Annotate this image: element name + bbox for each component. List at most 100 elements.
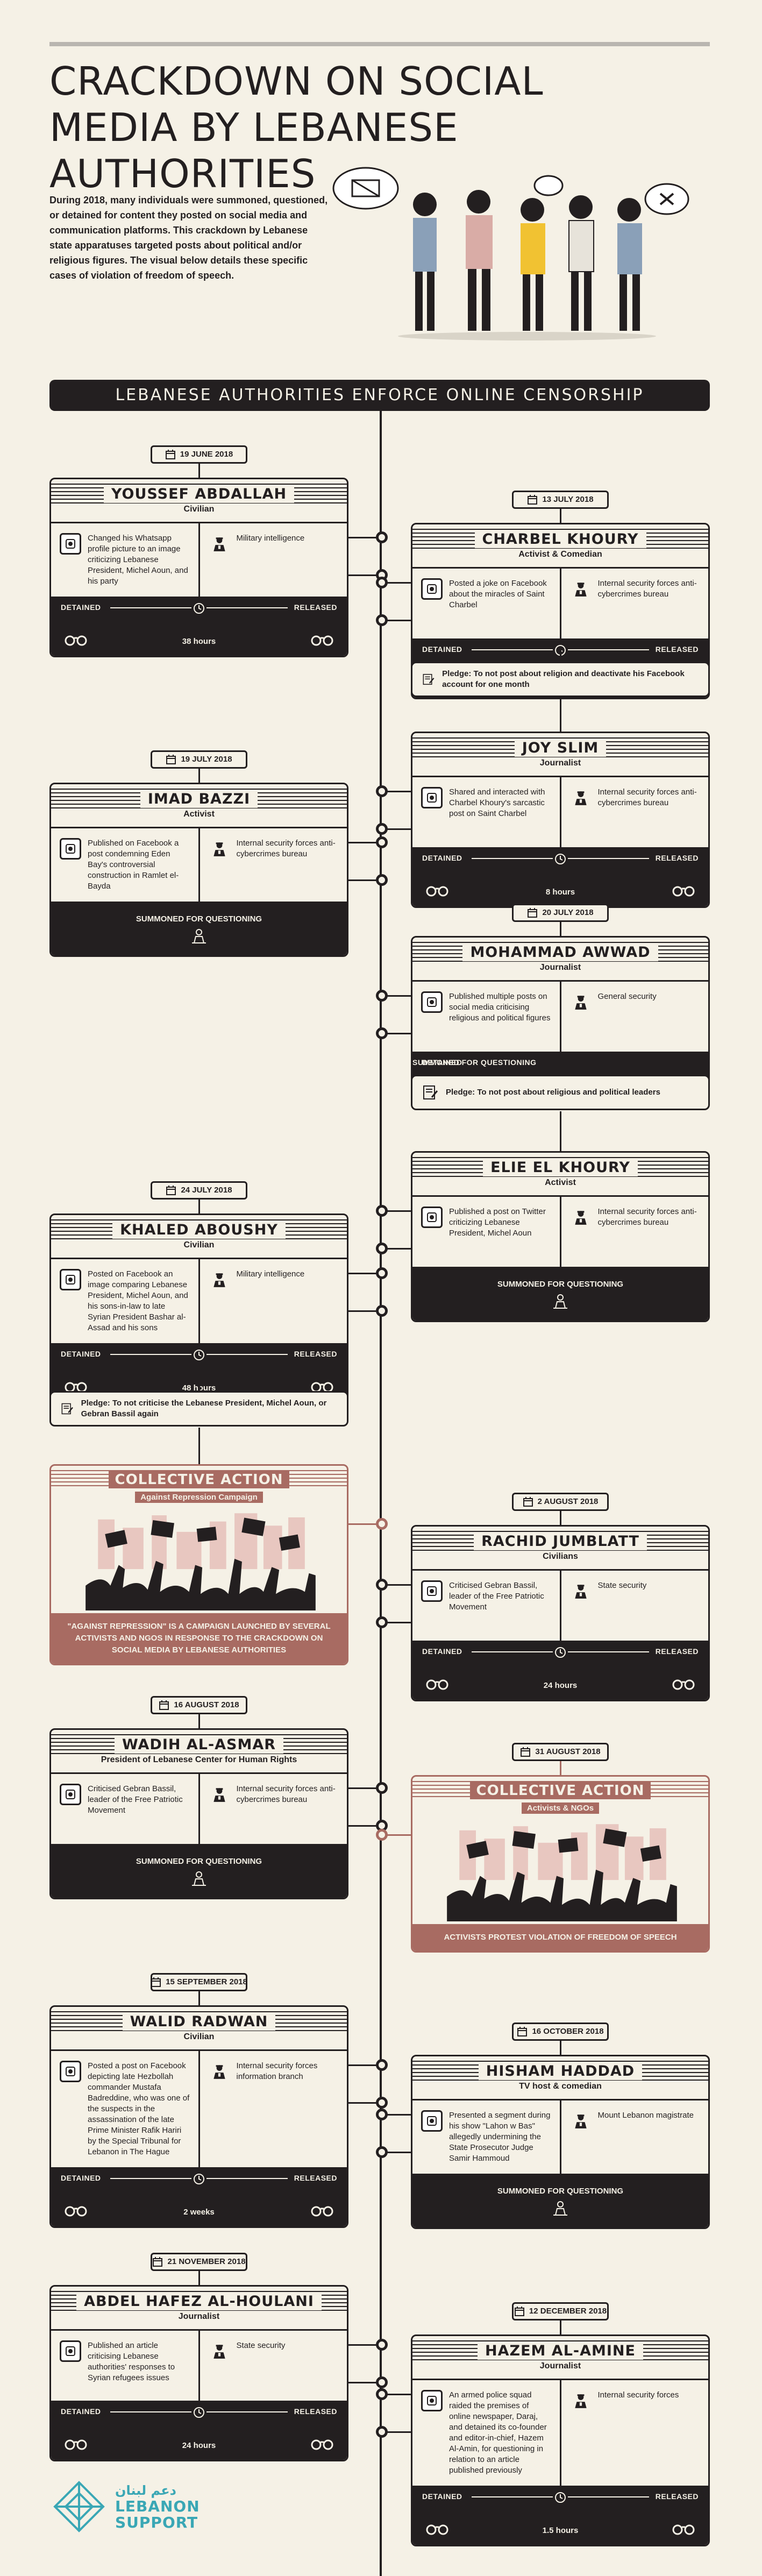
action-column: Published an article criticising Lebanes… bbox=[51, 2331, 200, 2401]
spine-connector bbox=[348, 2344, 381, 2346]
social-post-icon-box bbox=[60, 2061, 81, 2082]
handcuffs-left bbox=[425, 884, 449, 900]
handcuffs-icon bbox=[425, 884, 449, 897]
signed-pledge-icon bbox=[61, 1401, 74, 1417]
person-name: IMAD BAZZI bbox=[140, 791, 258, 808]
social-media-icon bbox=[425, 583, 438, 595]
timeline-node bbox=[376, 577, 388, 588]
post-description: Criticised Gebran Bassil, leader of the … bbox=[88, 1784, 183, 1815]
clock-wrap bbox=[553, 1645, 568, 1660]
summoned-person-icon bbox=[552, 2200, 568, 2216]
timeline-node bbox=[376, 836, 388, 848]
card-body: Changed his Whatsapp profile picture to … bbox=[51, 523, 347, 597]
action-column: Posted a post on Facebook depicting late… bbox=[51, 2051, 200, 2167]
date-label: 21 NOVEMBER 2018 bbox=[151, 2253, 247, 2271]
agency-icon-box bbox=[209, 2061, 230, 2082]
person-role: Civilian bbox=[183, 505, 215, 514]
summoned-person-icon bbox=[191, 1870, 207, 1886]
date-text: 16 AUGUST 2018 bbox=[174, 1700, 239, 1709]
social-media-icon bbox=[64, 1273, 77, 1286]
action-caption: "AGAINST REPRESSION" IS A CAMPAIGN LAUNC… bbox=[51, 1613, 347, 1664]
calendar-icon bbox=[517, 2026, 528, 2037]
date-connector bbox=[560, 1761, 561, 1775]
agency-name: Internal security forces anti-cybercrime… bbox=[597, 579, 697, 599]
spine-connector bbox=[348, 2064, 381, 2066]
action-header: COLLECTIVE ACTION bbox=[412, 1777, 708, 1814]
social-post-icon-box bbox=[60, 838, 81, 860]
handcuffs-right bbox=[672, 884, 695, 900]
agency-icon-box bbox=[570, 787, 592, 808]
calendar-icon bbox=[166, 1185, 176, 1196]
released-label: RELEASED bbox=[655, 1647, 699, 1656]
clock-icon bbox=[193, 1349, 205, 1361]
person-role: Civilians bbox=[543, 1552, 578, 1561]
social-media-icon bbox=[425, 1211, 438, 1224]
pledge-connector bbox=[560, 1060, 561, 1075]
person-role: Journalist bbox=[539, 963, 581, 972]
action-subtitle-wrap: Activists & NGOs bbox=[412, 1803, 708, 1814]
clock-icon bbox=[554, 2491, 567, 2504]
person-role: Civilian bbox=[183, 2032, 215, 2041]
person-name: ELIE EL KHOURY bbox=[483, 1159, 638, 1176]
detained-label: DETAINED bbox=[422, 1058, 462, 1067]
clock-wrap bbox=[191, 601, 206, 616]
security-officer-icon bbox=[211, 2063, 228, 2080]
clock-icon bbox=[193, 2406, 205, 2419]
spine-connector bbox=[348, 1273, 381, 1274]
person-role: Journalist bbox=[539, 758, 581, 768]
person-name: WADIH AL-ASMAR bbox=[114, 1736, 284, 1754]
agency-column: Military intelligence bbox=[200, 1259, 347, 1343]
summoned-footer: SUMMONED FOR QUESTIONING bbox=[51, 902, 347, 955]
date-connector bbox=[198, 1991, 200, 2005]
detained-label: DETAINED bbox=[422, 854, 462, 862]
social-media-icon bbox=[425, 791, 438, 804]
date-label: 19 JUNE 2018 bbox=[151, 445, 247, 464]
handcuffs-icon bbox=[425, 1678, 449, 1691]
card-link bbox=[198, 1428, 200, 1464]
agency-column: State security bbox=[561, 1571, 709, 1641]
date-text: 12 DECEMBER 2018 bbox=[529, 2307, 607, 2316]
summoned-footer: SUMMONED FOR QUESTIONING bbox=[412, 1267, 708, 1321]
spine-connector bbox=[348, 842, 381, 843]
date-text: 21 NOVEMBER 2018 bbox=[167, 2257, 246, 2266]
handcuffs-left bbox=[64, 2438, 88, 2453]
card-body: Presented a segment during his show "Lah… bbox=[412, 2100, 708, 2174]
action-column: Published on Facebook a post condemning … bbox=[51, 828, 200, 902]
section-banner: LEBANESE AUTHORITIES ENFORCE ONLINE CENS… bbox=[49, 380, 710, 411]
spine-connector bbox=[348, 2102, 381, 2104]
pledge-text: Pledge: To not post about religion and d… bbox=[442, 669, 685, 689]
pledge-text: Pledge: To not post about religious and … bbox=[446, 1088, 660, 1097]
calendar-icon bbox=[523, 1496, 533, 1507]
security-officer-icon bbox=[211, 535, 228, 552]
social-media-icon bbox=[425, 2114, 438, 2127]
summoned-label: SUMMONED FOR QUESTIONING bbox=[136, 914, 262, 924]
post-description: Published a post on Twitter criticizing … bbox=[449, 1207, 546, 1238]
calendar-icon bbox=[520, 1747, 531, 1757]
spine-connector bbox=[348, 1523, 381, 1525]
handcuffs-right bbox=[310, 2204, 334, 2220]
calendar-icon bbox=[159, 1700, 169, 1711]
agency-column: Internal security forces anti-cybercrime… bbox=[561, 777, 709, 847]
person-role: President of Lebanese Center for Human R… bbox=[101, 1755, 297, 1764]
spine-connector bbox=[381, 2394, 411, 2395]
pledge-connector bbox=[560, 647, 561, 662]
person-name: HISHAM HADDAD bbox=[478, 2063, 643, 2080]
social-post-icon-box bbox=[60, 1784, 81, 1805]
lebanon-support-logo: دعم لبنان LEBANON SUPPORT bbox=[49, 2474, 211, 2539]
spine-connector bbox=[381, 1210, 411, 1212]
date-text: 16 OCTOBER 2018 bbox=[532, 2027, 604, 2036]
timeline-node bbox=[376, 1243, 388, 1254]
agency-icon-box bbox=[570, 1580, 592, 1602]
handcuffs-left bbox=[425, 2523, 449, 2538]
agency-column: Internal security forces anti-cybercrime… bbox=[561, 1197, 709, 1267]
timeline-node bbox=[376, 2097, 388, 2109]
detention-duration: 1.5 hours bbox=[542, 2526, 579, 2535]
clock-wrap bbox=[191, 2171, 206, 2187]
summoned-label: SUMMONED FOR QUESTIONING bbox=[497, 1280, 624, 1289]
timeline-node bbox=[376, 874, 388, 886]
